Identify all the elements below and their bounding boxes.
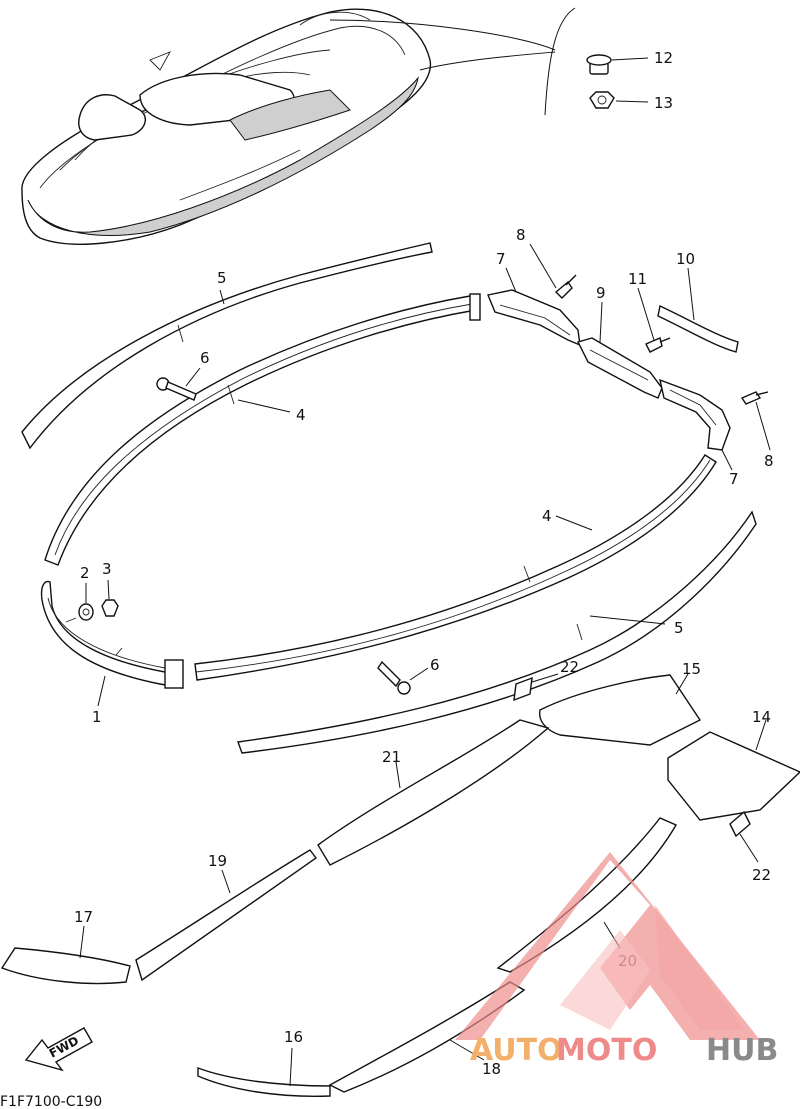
callout-15: 15 [682,660,701,678]
watermark-logo [455,852,760,1040]
decal-part-19 [135,849,317,982]
rivet-part-8-upper [529,243,577,299]
rail-part-4-lower [194,454,717,681]
washer-part-2 [78,583,94,621]
callout-14: 14 [752,708,771,726]
cap-part-12 [586,54,649,75]
callout-9: 9 [596,284,606,302]
corner-part-7-lower [659,378,733,471]
callout-13: 13 [654,94,673,112]
callout-22-lower: 22 [752,866,771,884]
bolt-part-6-lower [377,660,429,695]
watermark-hub: HUB [706,1033,778,1068]
rail-part-5-upper [21,242,433,450]
bolt-part-6-upper [156,367,201,401]
callout-7-lower: 7 [729,470,739,488]
callout-4-upper: 4 [296,406,306,424]
callout-12: 12 [654,49,673,67]
callout-10: 10 [676,250,695,268]
decal-part-18 [328,981,526,1093]
strip-part-10 [657,267,739,353]
callout-3: 3 [102,560,112,578]
bracket-part-9 [576,301,663,399]
callout-22-upper: 22 [560,658,579,676]
decal-part-17 [0,925,131,985]
rivet-part-8-lower [740,391,771,451]
callout-8-lower: 8 [764,452,774,470]
rail-part-4-upper [44,293,481,566]
decal-part-22-lower [729,810,759,863]
fwd-arrow: FWD [24,1027,93,1072]
callout-21: 21 [382,748,401,766]
callout-5-upper: 5 [217,269,227,287]
callout-1: 1 [92,708,102,726]
callout-numbers: 1 2 3 4 4 5 5 6 6 7 7 8 8 9 10 11 12 13 … [74,49,774,1078]
callout-16: 16 [284,1028,303,1046]
watermark-moto: MOTO [556,1033,657,1068]
decal-part-22-upper [513,673,559,702]
callout-11: 11 [628,270,647,288]
nut-part-13 [589,91,649,109]
bumper-part-1 [40,580,184,707]
callout-4-lower: 4 [542,507,552,525]
callout-2: 2 [80,564,90,582]
callout-6-lower: 6 [430,656,440,674]
callout-19: 19 [208,852,227,870]
decal-part-15 [538,673,702,746]
callout-5-lower: 5 [674,619,684,637]
nut-part-3 [101,579,119,617]
callout-18: 18 [482,1060,501,1078]
decal-part-21 [317,719,550,866]
callout-17: 17 [74,908,93,926]
watermark-text: AUTO MOTO HUB [470,1033,778,1068]
rivet-part-11 [637,287,671,353]
callout-7-upper: 7 [496,250,506,268]
watermark-auto: AUTO [470,1033,563,1068]
corner-part-7-upper [487,267,581,347]
watercraft-illustration [21,7,576,245]
decal-part-16 [197,1047,331,1097]
diagram-code: F1F7100-C190 [0,1094,102,1109]
callout-6-upper: 6 [200,349,210,367]
decal-part-14 [667,719,800,821]
rail-part-5-lower [237,510,757,754]
callout-8-upper: 8 [516,226,526,244]
